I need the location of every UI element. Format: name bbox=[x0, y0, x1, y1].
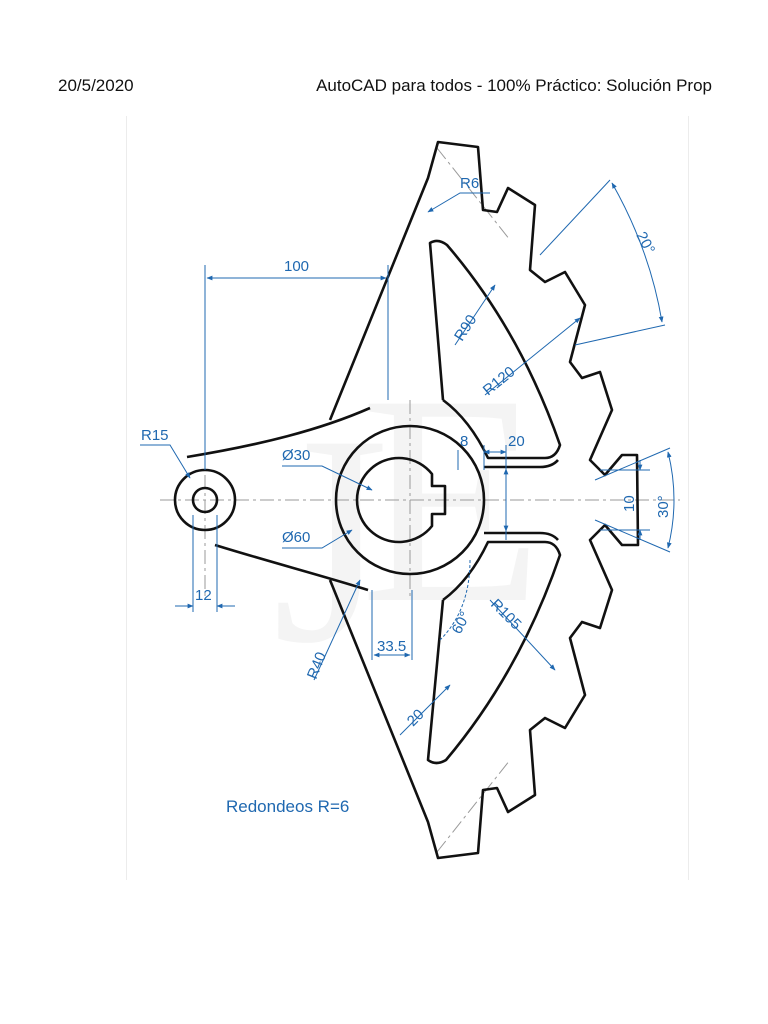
technical-drawing: J E bbox=[140, 140, 680, 860]
dim-r15: R15 bbox=[141, 427, 169, 444]
window-upper bbox=[428, 239, 562, 460]
window-lower bbox=[426, 540, 562, 765]
hub-bore-keyway bbox=[355, 456, 447, 544]
dim-r6: R6 bbox=[460, 175, 479, 192]
dimension-lines bbox=[140, 179, 675, 736]
fillet-note: Redondeos R=6 bbox=[226, 797, 349, 816]
dim-33-5: 33.5 bbox=[377, 638, 406, 655]
dim-d60: Ø60 bbox=[282, 529, 310, 546]
watermark: J E bbox=[272, 333, 543, 705]
angle-30: 30° bbox=[655, 495, 672, 518]
arm-lower-edge bbox=[214, 543, 369, 592]
dim-100: 100 bbox=[284, 258, 309, 275]
dim-8: 8 bbox=[460, 433, 468, 450]
page-title: AutoCAD para todos - 100% Práctico: Solu… bbox=[316, 76, 712, 95]
dim-20-top: 20 bbox=[508, 433, 525, 450]
svg-text:J: J bbox=[272, 373, 389, 705]
small-boss-hole bbox=[191, 486, 219, 514]
gear-sector-outer bbox=[328, 140, 640, 860]
dim-d30: Ø30 bbox=[282, 447, 310, 464]
hub-outer bbox=[334, 424, 486, 576]
arm-upper-edge bbox=[186, 406, 371, 459]
scan-edge-right bbox=[688, 116, 689, 880]
part-outline bbox=[173, 140, 640, 860]
dim-20-bottom: 20 bbox=[404, 706, 428, 730]
centerlines bbox=[160, 147, 680, 853]
spoke-lower bbox=[484, 531, 559, 541]
spoke-upper bbox=[484, 459, 559, 469]
dim-10: 10 bbox=[621, 495, 638, 512]
svg-text:E: E bbox=[360, 333, 543, 665]
scan-edge-left bbox=[126, 116, 127, 880]
page-date: 20/5/2020 bbox=[58, 76, 134, 95]
dim-12: 12 bbox=[195, 587, 212, 604]
